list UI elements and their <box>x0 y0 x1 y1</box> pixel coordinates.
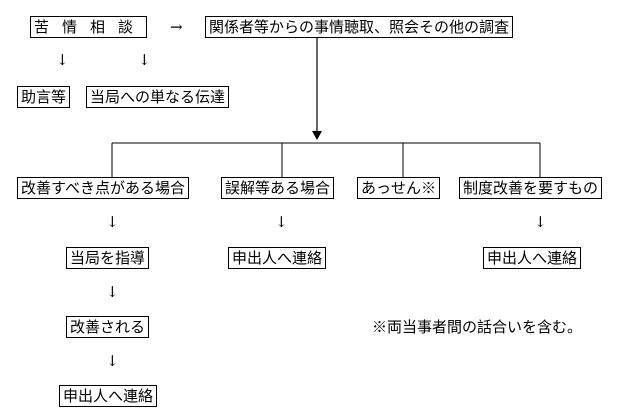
transmit-box: 当局への単なる伝達 <box>86 86 230 108</box>
contact-box-1: 申出人へ連絡 <box>228 247 327 269</box>
contact-box-2: 申出人へ連絡 <box>483 247 582 269</box>
advice-box: 助言等 <box>17 86 71 108</box>
improve-needed-box: 改善すべき点がある場合 <box>17 177 189 199</box>
down-arrow-contact-3: ↓ <box>106 352 119 370</box>
down-arrow-contact-1: ↓ <box>275 213 288 231</box>
system-reform-box: 制度改善を要すもの <box>459 177 603 199</box>
down-arrow-transmit: ↓ <box>138 51 151 69</box>
right-arrow: → <box>170 18 183 36</box>
down-arrow-contact-2: ↓ <box>534 213 547 231</box>
down-arrow-guide: ↓ <box>106 213 119 231</box>
investigation-box: 関係者等からの事情聴取、照会その他の調査 <box>205 16 514 38</box>
complaint-box: 苦情相談 <box>30 16 148 38</box>
guide-authority-box: 当局を指導 <box>66 247 150 269</box>
improved-box: 改善される <box>66 316 150 338</box>
misunderstanding-box: 誤解等ある場合 <box>221 177 335 199</box>
contact-box-3: 申出人へ連絡 <box>59 385 158 407</box>
main-down-arrowhead <box>312 131 322 140</box>
mediation-note: ※両当事者間の話合いを含む。 <box>372 318 583 336</box>
down-arrow-improved: ↓ <box>106 283 119 301</box>
down-arrow-advice: ↓ <box>56 51 69 69</box>
mediation-box: あっせん※ <box>357 177 441 199</box>
